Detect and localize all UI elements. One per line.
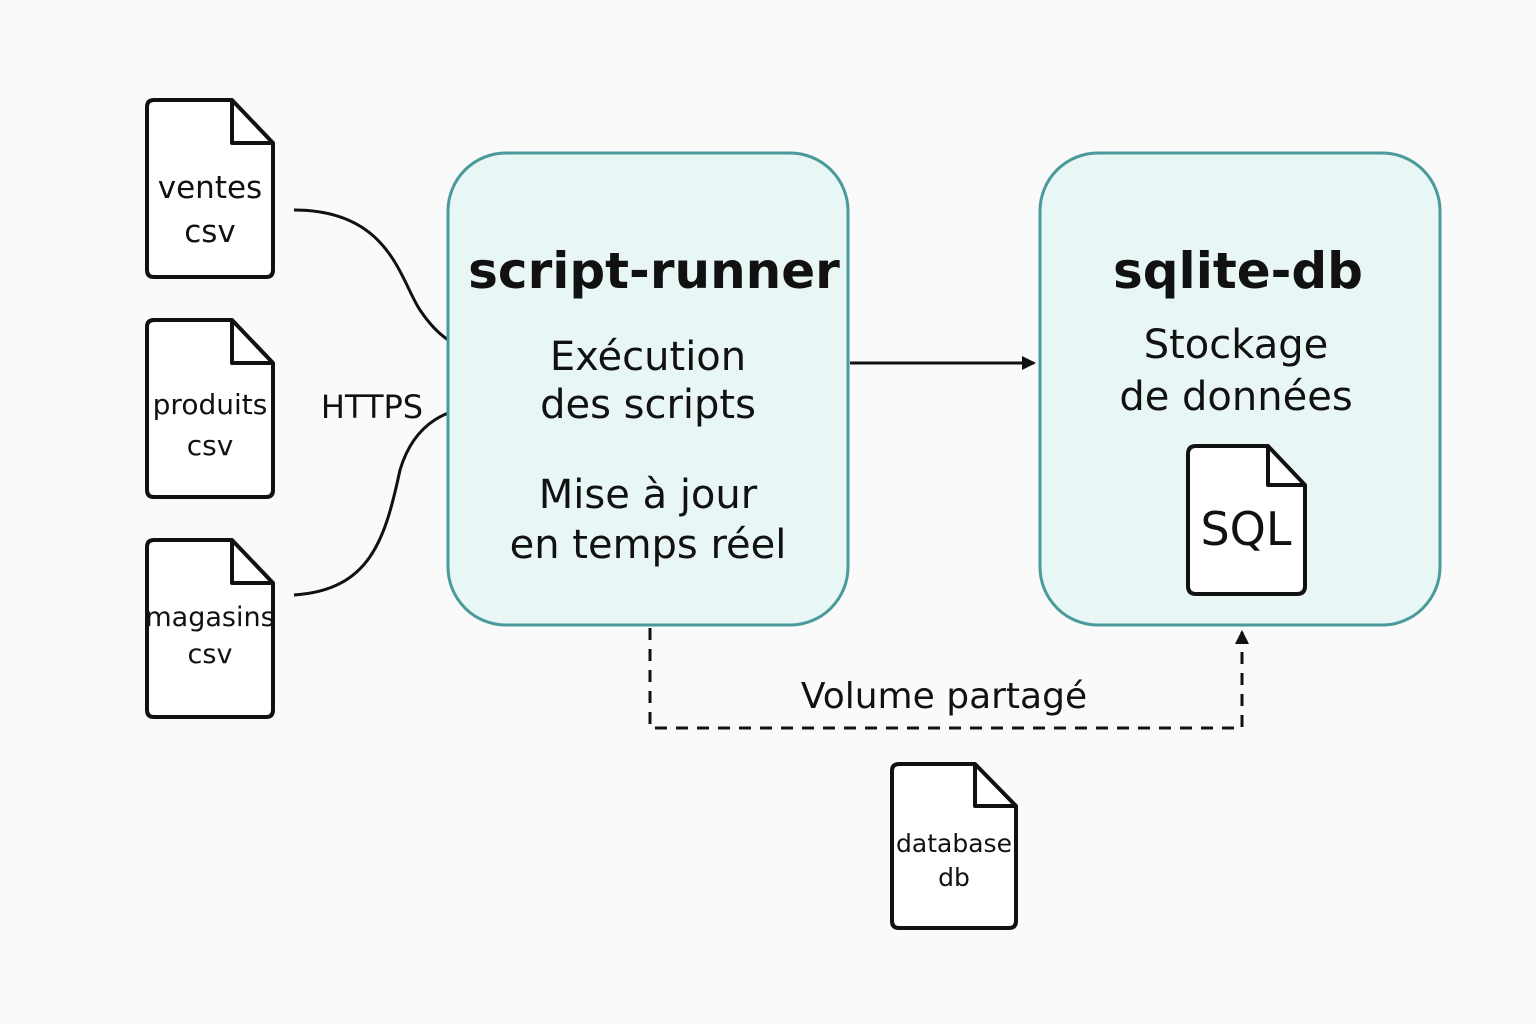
script-runner-line: Exécution <box>550 334 746 380</box>
script-runner-box: script-runner Exécution des scripts Mise… <box>446 151 850 627</box>
script-runner-title: script-runner <box>468 242 840 300</box>
script-runner-line: en temps réel <box>510 522 787 568</box>
file-ventes: ventes csv <box>145 98 275 279</box>
file-extension: csv <box>188 639 233 670</box>
sqlite-db-line: Stockage <box>1144 322 1329 368</box>
file-name: magasins <box>145 602 274 633</box>
file-magasins: magasins csv <box>145 538 275 719</box>
script-runner-line: des scripts <box>540 382 756 428</box>
sqlite-db-title: sqlite-db <box>1113 242 1363 300</box>
sql-file-icon: SQL <box>1186 444 1307 596</box>
file-extension: db <box>938 863 970 892</box>
file-database: database db <box>890 762 1018 930</box>
sql-icon-label: SQL <box>1200 502 1291 556</box>
file-produits: produits csv <box>145 318 275 499</box>
sqlite-db-box: sqlite-db Stockage de données SQL <box>1038 151 1442 627</box>
sqlite-db-line: de données <box>1119 374 1352 420</box>
file-extension: csv <box>184 214 236 250</box>
https-label: HTTPS <box>321 388 423 426</box>
file-name: produits <box>153 388 268 421</box>
edge-shared-volume <box>648 628 1249 730</box>
shared-volume-label: Volume partagé <box>801 676 1087 717</box>
script-runner-line: Mise à jour <box>539 472 758 518</box>
file-extension: csv <box>187 429 234 462</box>
file-name: ventes <box>158 170 262 206</box>
file-name: database <box>896 829 1012 858</box>
